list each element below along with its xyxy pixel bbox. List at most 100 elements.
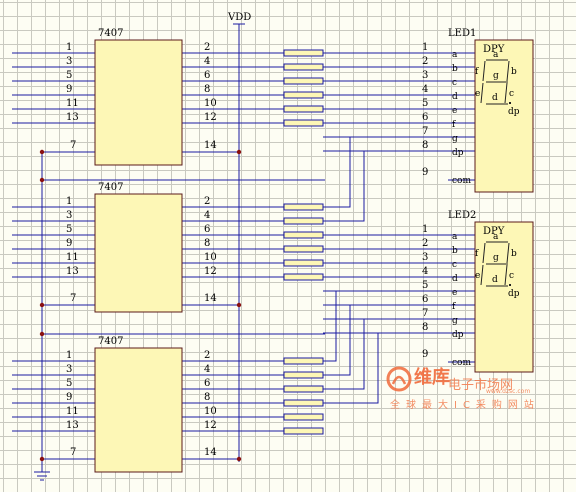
display-body [474,39,534,193]
display-com-label: com [452,176,471,186]
display-pin-number: 4 [422,266,428,277]
buffer-gnd-pin: 7 [70,140,76,151]
pullup-resistor [283,399,324,407]
buffer-input-pin: 13 [66,420,79,431]
segment-stroke [482,242,486,264]
glyph-label-b: b [511,67,517,77]
display-part-label: DPY [483,226,505,237]
display-pin-number: 3 [422,252,428,263]
glyph-label-f: f [475,249,479,259]
buffer-input-pin: 1 [66,42,72,53]
pullup-resistor [283,119,324,127]
display-segment-label: c [452,260,457,270]
glyph-label-d: d [492,93,498,103]
parts-layer [34,23,534,481]
glyph-label-a: a [493,232,499,242]
glyph-label-g: g [493,71,499,81]
buffer-input-pin: 5 [66,378,72,389]
display-segment-label: a [452,232,458,242]
display-pin-number: 6 [422,112,428,123]
pullup-resistor [283,105,324,113]
buffer-output-pin: 4 [204,56,210,67]
buffer-input-pin: 3 [66,364,72,375]
pullup-resistor [283,245,324,253]
pullup-resistor [283,63,324,71]
display-pin-number: 4 [422,84,428,95]
display-segment-label: b [452,246,458,256]
watermark-logo-icon [386,366,412,392]
buffer-chip-body [94,347,183,473]
display-part-label: DPY [483,44,505,55]
display-segment-label: g [452,134,458,144]
seven-segment-glyph-icon [480,59,510,105]
display-segment-label: dp [452,330,464,340]
buffer-input-pin: 3 [66,210,72,221]
buffer-output-pin: 12 [204,112,217,123]
decimal-point-icon [509,102,511,104]
display-segment-label: a [452,50,458,60]
glyph-label-e: e [475,89,480,99]
segment-stroke [506,60,510,82]
buffer-vdd-pin: 14 [204,140,217,151]
crossover-wire [323,290,448,362]
glyph-label-a: a [493,50,499,60]
display-segment-label: f [452,302,456,312]
buffer-input-pin: 11 [66,406,79,417]
display-body [474,221,534,373]
junction-dot [39,177,45,183]
display-segment-label: d [452,92,458,102]
watermark-subtitle: 电子市场网 [448,378,514,393]
segment-stroke [504,264,508,286]
buffer-output-pin: 6 [204,70,210,81]
display-segment-label: d [452,274,458,284]
display-pin-number: 8 [422,140,428,151]
junction-dot [236,302,242,308]
display-pin-number: 1 [422,224,428,235]
crossover-wire [323,136,448,208]
buffer-input-pin: 5 [66,70,72,81]
display-com-pin: 9 [422,349,428,360]
buffer-output-pin: 2 [204,350,210,361]
buffer-output-pin: 4 [204,364,210,375]
display-segment-label: c [452,78,457,88]
buffer-output-pin: 12 [204,420,217,431]
buffer-gnd-pin: 7 [70,293,76,304]
buffer-output-pin: 6 [204,378,210,389]
decimal-point-icon [509,284,511,286]
pullup-resistor [283,385,324,393]
display-pin-number: 7 [422,126,428,137]
segment-stroke [480,264,484,286]
display-com-label: com [452,358,471,368]
crossover-wire [323,150,448,222]
pullup-resistor [283,357,324,365]
glyph-label-dp: dp [508,289,520,299]
seven-segment-glyph-icon [480,241,510,287]
display-designator: LED2 [448,210,476,221]
pullup-resistor [283,371,324,379]
display-pin-number: 5 [422,98,428,109]
junction-dot [39,149,45,155]
display-pin-number: 8 [422,322,428,333]
buffer-vdd-pin: 14 [204,447,217,458]
display-segment-label: e [452,288,457,298]
ground-symbol-icon [34,471,50,481]
buffer-part-label: 7407 [98,336,123,347]
pullup-resistor [283,259,324,267]
buffer-output-pin: 2 [204,196,210,207]
buffer-output-pin: 10 [204,98,217,109]
pullup-resistor [283,273,324,281]
display-segment-label: f [452,120,456,130]
buffer-input-pin: 1 [66,196,72,207]
buffer-input-pin: 11 [66,98,79,109]
buffer-gnd-pin: 7 [70,447,76,458]
buffer-part-label: 7407 [98,182,123,193]
display-designator: LED1 [448,28,476,39]
segment-stroke [506,242,510,264]
display-pin-number: 2 [422,56,428,67]
buffer-output-pin: 4 [204,210,210,221]
buffer-output-pin: 8 [204,238,210,249]
display-segment-label: g [452,316,458,326]
crossover-wire [323,318,448,390]
display-pin-number: 1 [422,42,428,53]
